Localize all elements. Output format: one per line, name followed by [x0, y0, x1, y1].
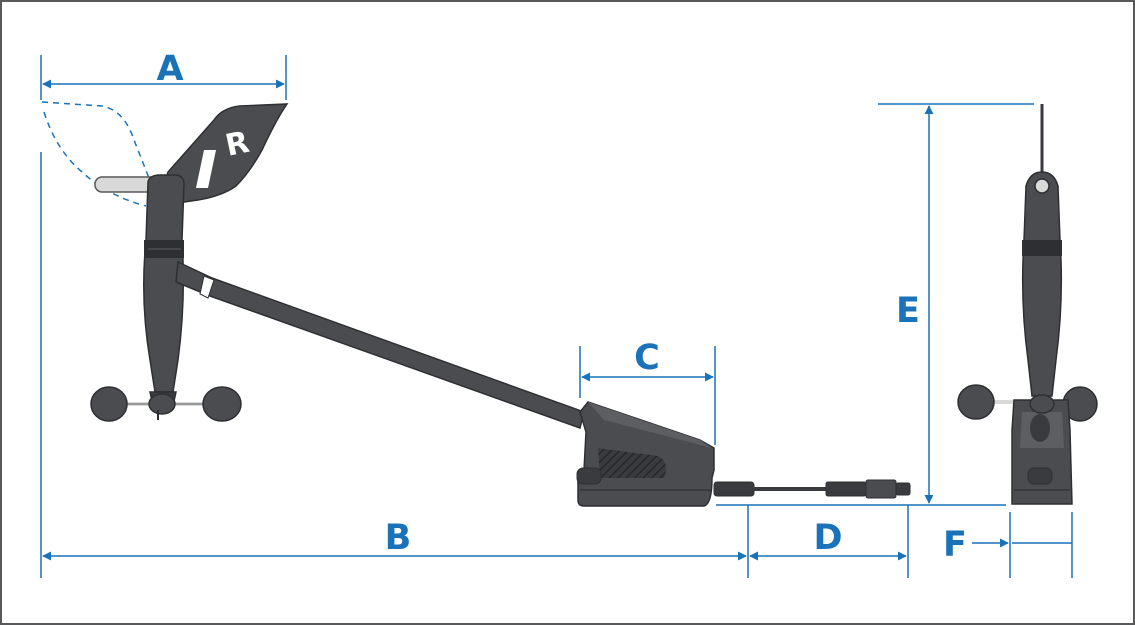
label-f: F — [943, 525, 967, 565]
label-d: D — [813, 518, 842, 558]
cable-strain-relief — [713, 481, 755, 497]
front-base-socket — [1030, 414, 1050, 442]
label-b: B — [385, 518, 412, 558]
connector-tip — [895, 482, 911, 496]
mounting-base — [577, 401, 715, 507]
base-thumbscrew — [576, 467, 602, 485]
transducer-front-view — [957, 104, 1098, 505]
front-cup-center — [1029, 394, 1055, 414]
wind-vane-fin — [162, 103, 289, 205]
front-cup-left — [957, 384, 995, 420]
anemometer-cup-left — [90, 386, 128, 422]
support-arm — [175, 260, 585, 429]
base-grip-pad — [598, 448, 666, 478]
transducer-side-view: R — [41, 101, 911, 507]
connector-nut — [865, 479, 897, 499]
vane-swing-outline-lower — [43, 111, 147, 207]
dimension-labels: A B C D E F — [156, 49, 967, 565]
label-a: A — [156, 49, 183, 89]
label-e: E — [896, 291, 920, 331]
dimension-lines — [40, 55, 1073, 578]
front-pin-end — [1034, 178, 1050, 194]
front-grip-band — [1022, 240, 1062, 256]
connector-body — [825, 481, 867, 497]
front-thumbscrew — [1027, 467, 1053, 485]
arm-joint-ring — [199, 275, 215, 299]
vane-swing-outline — [41, 101, 161, 207]
anemometer-cup-right — [202, 386, 242, 422]
vane-logo-mark — [196, 150, 216, 188]
label-c: C — [634, 338, 660, 378]
anemometer-cup-front — [148, 393, 176, 415]
base-top-face — [588, 402, 712, 448]
front-mast-body — [1021, 171, 1063, 397]
